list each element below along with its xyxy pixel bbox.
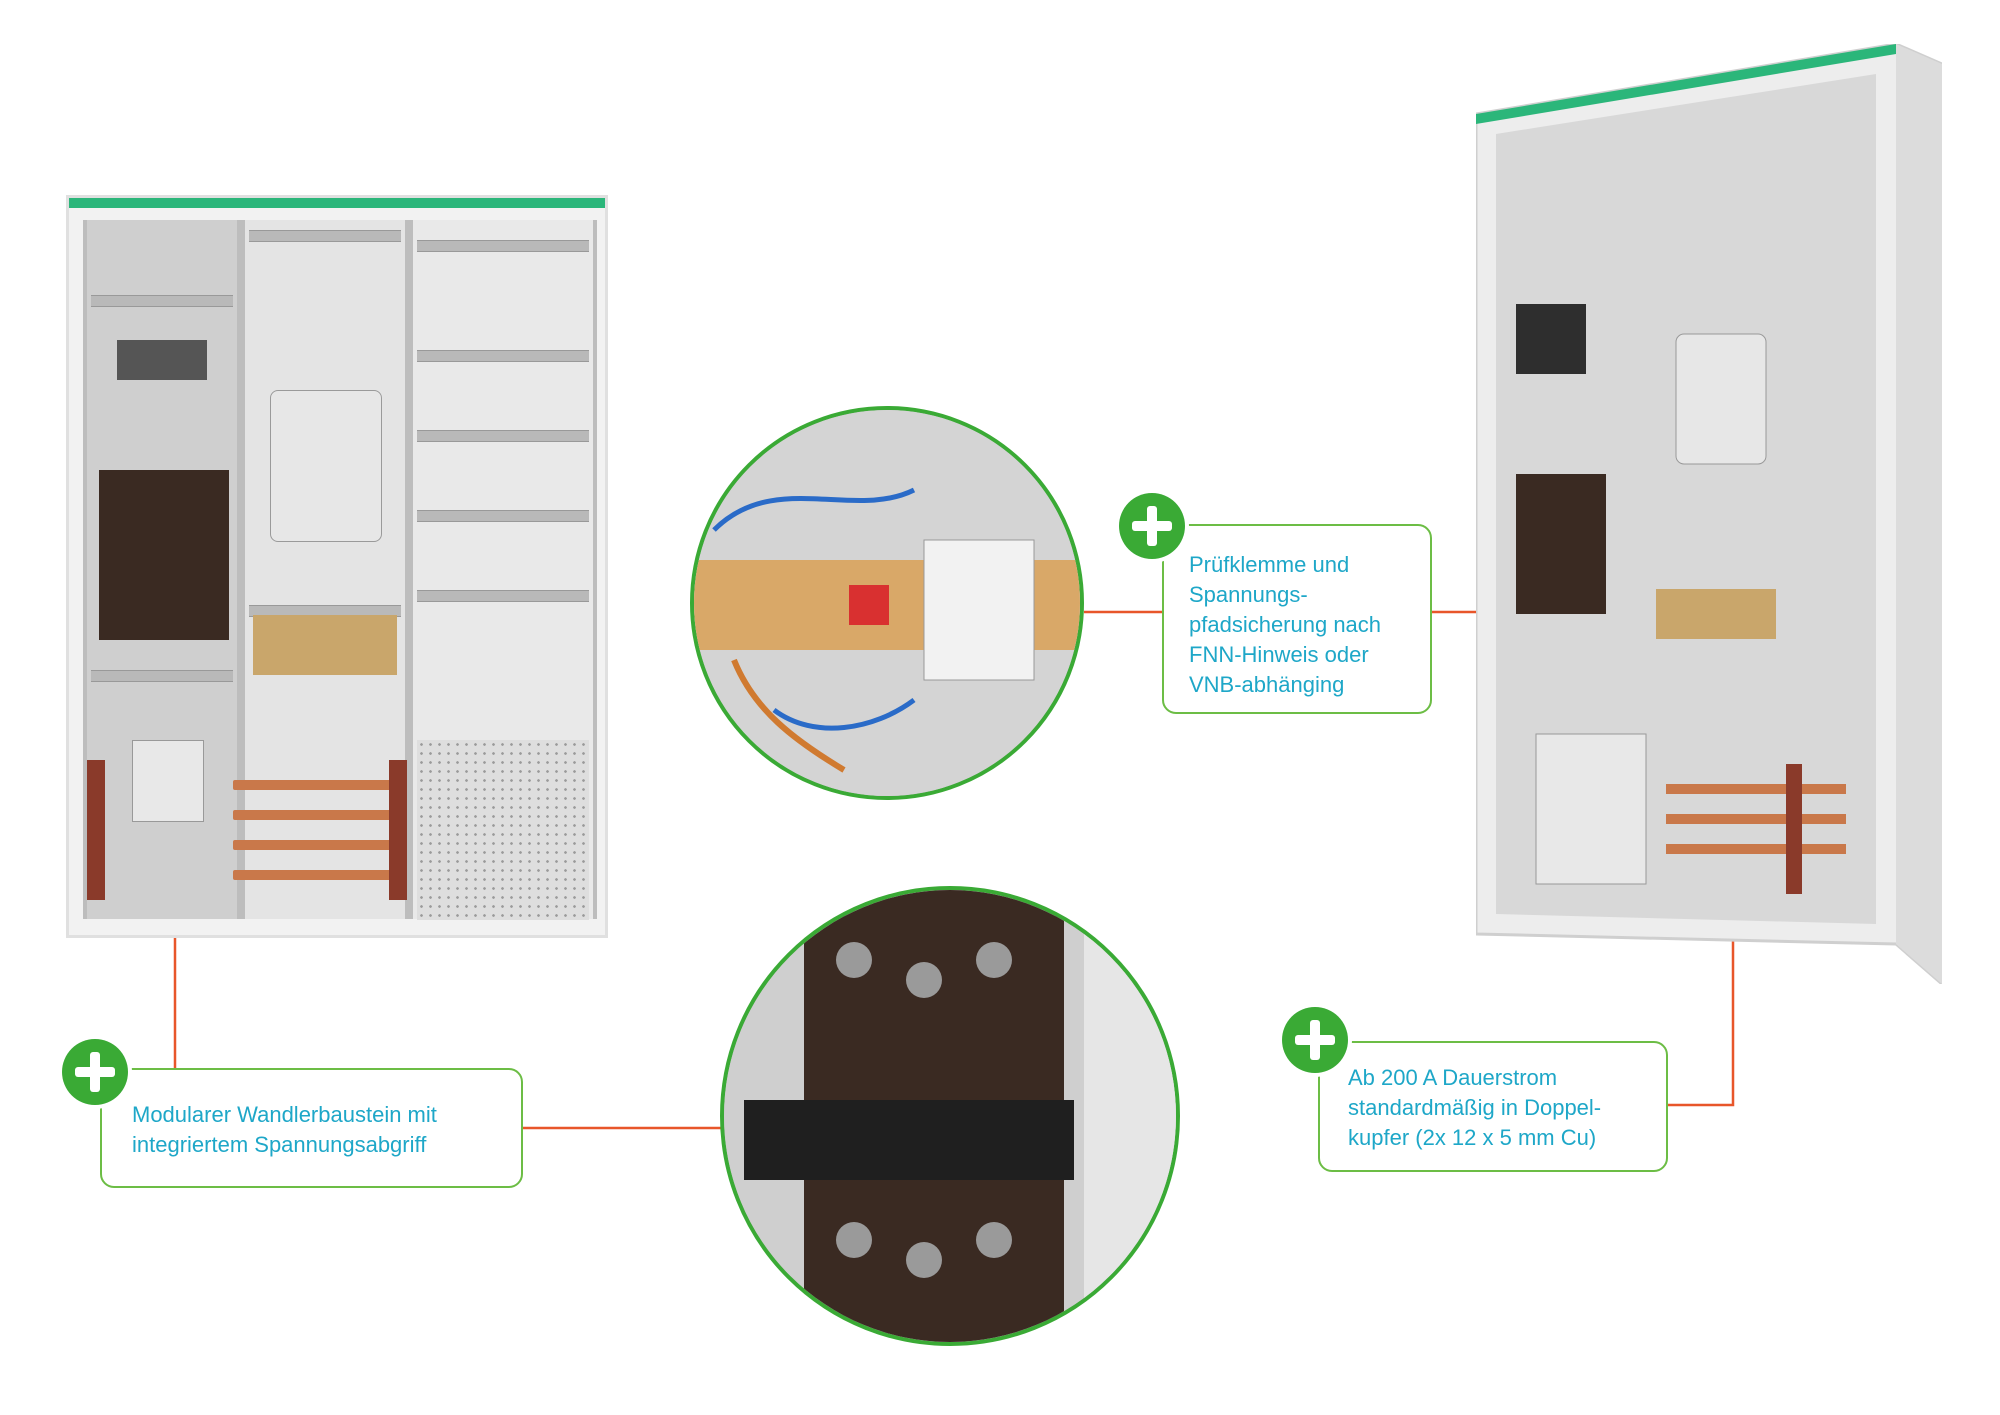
din-rail bbox=[249, 230, 401, 242]
test-terminal-block bbox=[253, 615, 397, 675]
electricity-meter bbox=[270, 390, 382, 542]
fuse-block bbox=[132, 740, 204, 822]
din-rail bbox=[91, 670, 233, 682]
copper-busbar bbox=[233, 870, 403, 880]
plus-icon[interactable] bbox=[62, 1039, 128, 1105]
callout-busbar: Ab 200 A Dauerstrom standardmäßig in Dop… bbox=[1318, 1041, 1668, 1172]
detail-circle-terminals bbox=[690, 406, 1084, 800]
callout-test-terminal-text: Prüfklemme und Spannungs- pfadsicherung … bbox=[1189, 552, 1382, 697]
copper-busbar bbox=[233, 840, 403, 850]
copper-busbar bbox=[233, 780, 403, 790]
transformer-module bbox=[99, 470, 229, 640]
callout-transformer-module: Modularer Wandlerbaustein mit integriert… bbox=[100, 1068, 523, 1188]
din-rail bbox=[417, 350, 589, 362]
transformer-module-detail-image bbox=[724, 890, 1176, 1342]
cabinet-interior bbox=[83, 220, 597, 920]
cabinet-column-meter bbox=[241, 220, 409, 919]
main-switch bbox=[117, 340, 207, 380]
callout-transformer-text: Modularer Wandlerbaustein mit integriert… bbox=[132, 1102, 437, 1157]
terminal-strip bbox=[389, 760, 407, 900]
terminal-block-detail-image bbox=[694, 410, 1080, 796]
right-cabinet-image bbox=[1476, 44, 1942, 984]
plus-icon[interactable] bbox=[1119, 493, 1185, 559]
detail-circle-transformer bbox=[720, 886, 1180, 1346]
left-cabinet-image bbox=[66, 195, 608, 938]
din-rail bbox=[417, 430, 589, 442]
cabinet-top-strip bbox=[69, 198, 605, 208]
callout-busbar-text: Ab 200 A Dauerstrom standardmäßig in Dop… bbox=[1348, 1065, 1602, 1150]
din-rail bbox=[91, 295, 233, 307]
terminal-strip bbox=[87, 760, 105, 900]
copper-busbar bbox=[233, 810, 403, 820]
perforated-cover bbox=[417, 740, 589, 920]
callout-test-terminal: Prüfklemme und Spannungs- pfadsicherung … bbox=[1162, 524, 1432, 714]
plus-icon[interactable] bbox=[1282, 1007, 1348, 1073]
cabinet-column-empty bbox=[409, 220, 597, 920]
din-rail bbox=[417, 590, 589, 602]
din-rail bbox=[417, 240, 589, 252]
din-rail bbox=[417, 510, 589, 522]
cabinet-column-left bbox=[83, 220, 241, 919]
